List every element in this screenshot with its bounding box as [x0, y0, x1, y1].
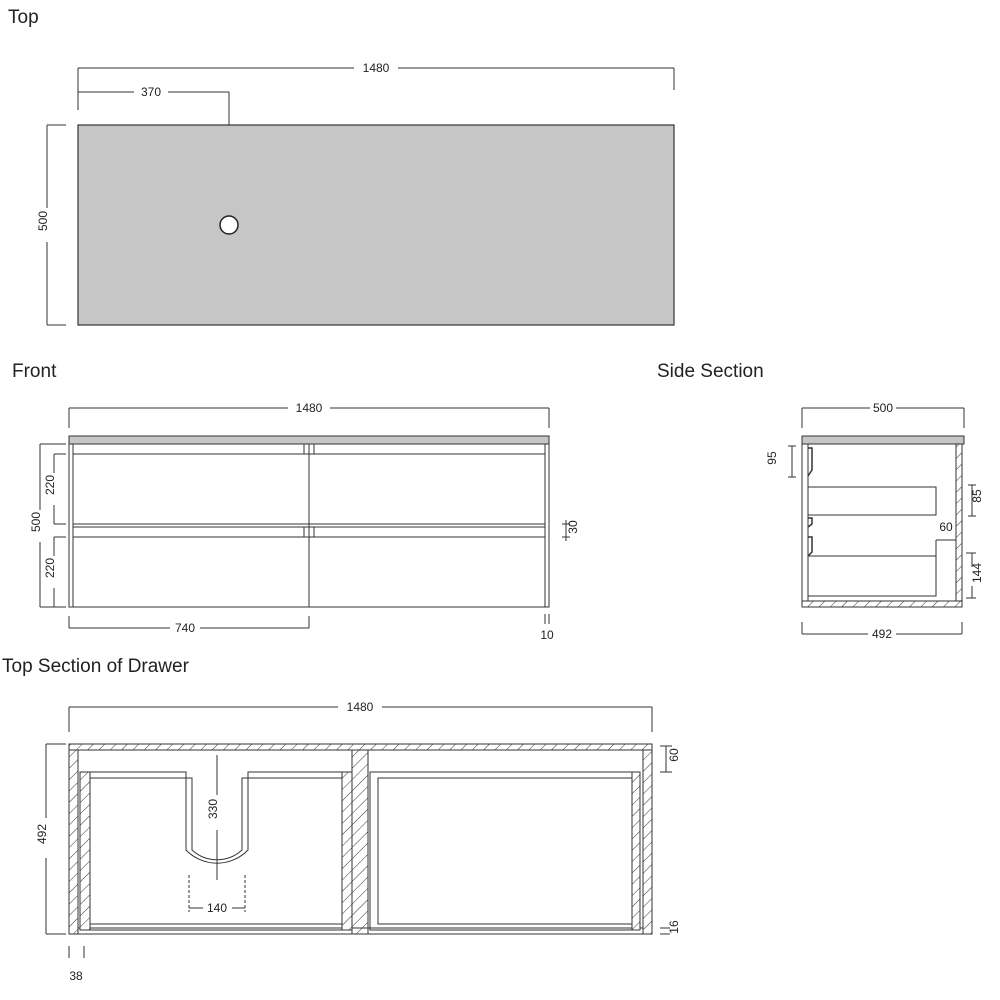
- side-back-panel: [955, 443, 963, 608]
- drawer-section-view: Top Section of Drawer 1480 492: [2, 656, 681, 983]
- side-depth-label: 500: [873, 401, 893, 415]
- side-section-title: Side Section: [657, 361, 764, 382]
- upper-handle-notch: [303, 443, 315, 455]
- front-upper-drawer-label: 220: [43, 475, 57, 495]
- drawer-center-divider: [351, 749, 369, 935]
- top-view-title: Top: [8, 7, 39, 28]
- left-drawer-side-wall: [79, 771, 91, 931]
- drawer-back-panel: [68, 743, 653, 751]
- top-depth-dimension: 500: [36, 124, 66, 326]
- side-upper-box-label: 85: [970, 489, 984, 503]
- side-section-view: Side Section 500: [657, 361, 984, 641]
- drawer-width-label: 1480: [347, 700, 374, 714]
- side-lower-drawer-box: [807, 555, 937, 597]
- cutout-depth-dimension: 330: [206, 755, 220, 880]
- front-view: Front 1480 500 220 220: [12, 361, 580, 642]
- front-view-title: Front: [12, 361, 57, 382]
- front-width-dimension: 1480: [68, 401, 550, 428]
- front-gap-label: 30: [566, 520, 580, 534]
- back-panel-dimension: 60: [660, 745, 681, 773]
- drawer-section-title: Top Section of Drawer: [2, 656, 190, 677]
- drawer-width-dimension: 1480: [68, 700, 653, 732]
- front-half-width-label: 740: [175, 621, 195, 635]
- front-panel-dimension: 16: [660, 920, 681, 935]
- side-rail-label: 60: [939, 520, 953, 534]
- front-panel-label: 16: [667, 920, 681, 934]
- drawer-left-side-panel: [68, 749, 79, 935]
- drawer-depth-label: 492: [35, 824, 49, 844]
- top-width-label: 1480: [363, 61, 390, 75]
- front-half-width-dimension: 740: [68, 616, 310, 635]
- side-carcass: [801, 443, 963, 608]
- side-upper-drawer-box: [807, 486, 937, 516]
- left-drawer-box: [79, 771, 353, 931]
- front-height-dimensions: 500 220 220: [29, 443, 66, 608]
- side-lower-box-label: 144: [970, 563, 984, 583]
- stone-top-surface: [77, 124, 675, 326]
- front-cabinet: [68, 435, 550, 608]
- left-drawer-inner-wall: [341, 771, 353, 931]
- front-height-label: 500: [29, 512, 43, 532]
- cutout-depth-label: 330: [206, 799, 220, 819]
- side-top-gap-dimension: 95: [765, 445, 796, 478]
- drawer-depth-dimension: 492: [35, 743, 66, 935]
- lower-handle-notch: [303, 526, 315, 538]
- front-kick-label: 10: [540, 628, 554, 642]
- side-panel-dimension: 38: [68, 946, 85, 983]
- front-gap-dimension: 30: [562, 520, 580, 541]
- side-upper-box-dimension: 85: [968, 484, 984, 517]
- cutout-width-label: 140: [207, 901, 227, 915]
- front-stone-top: [68, 435, 550, 445]
- side-stone-top: [801, 435, 965, 445]
- side-top-gap-label: 95: [765, 451, 779, 465]
- top-tap-offset-label: 370: [141, 85, 161, 99]
- top-view: Top 1480 370 500: [8, 7, 675, 326]
- back-panel-label: 60: [667, 748, 681, 762]
- top-width-dimension: 1480: [77, 61, 675, 110]
- side-inner-depth-dimension: 492: [801, 622, 963, 641]
- side-panel-label: 38: [69, 969, 83, 983]
- front-kick-dimension: 10: [540, 614, 554, 642]
- cutout-width-dimension: 140: [188, 875, 246, 915]
- drawer-right-side-panel: [642, 749, 653, 935]
- tap-hole: [219, 215, 239, 235]
- top-depth-label: 500: [36, 211, 50, 231]
- right-drawer-side-wall: [631, 771, 641, 931]
- drawer-carcass: [68, 743, 653, 935]
- side-lower-box-dimension: 144: [966, 552, 984, 599]
- side-base-panel: [801, 600, 963, 608]
- right-drawer-box: [369, 771, 641, 931]
- side-depth-dimension: 500: [801, 401, 965, 428]
- side-inner-depth-label: 492: [872, 627, 892, 641]
- front-lower-drawer-label: 220: [43, 558, 57, 578]
- front-width-label: 1480: [296, 401, 323, 415]
